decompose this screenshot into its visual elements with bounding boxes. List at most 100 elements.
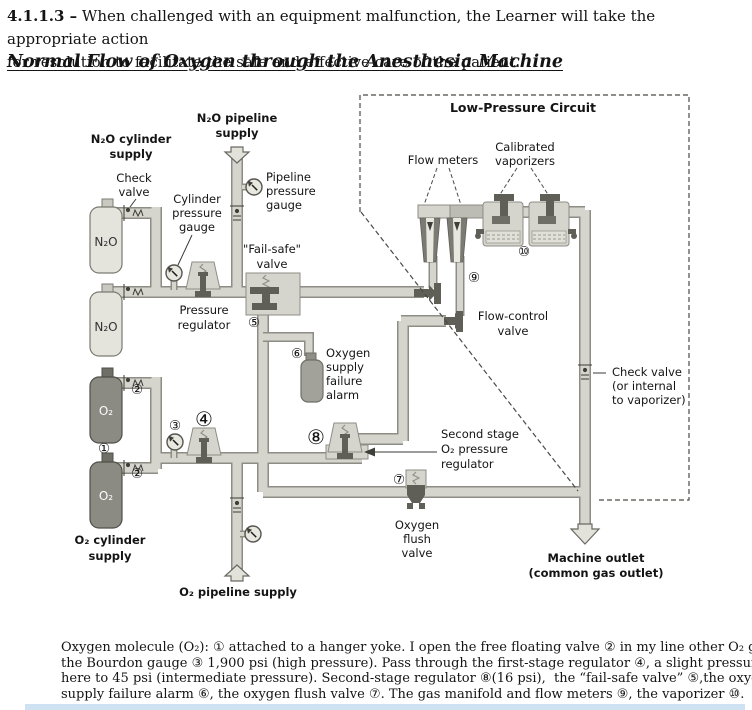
label-oxygen-supply-failure-alarm: supply [326, 360, 364, 374]
check-valve-icons [123, 205, 592, 513]
label-cylinder-pressure-gauge: pressure [172, 206, 222, 220]
pipeline-connector-icon [230, 205, 244, 221]
check-valve-icon [123, 284, 144, 300]
label-check-valve-vaporizer: (or internal [612, 379, 676, 393]
label-oxygen-supply-failure-alarm: Oxygen [326, 346, 370, 360]
label-n2o-cylinder-supply: N₂O cylinder [91, 132, 172, 146]
marker-2b: ② [131, 466, 143, 482]
number-markers: ① ② ② ③ ④ ⑤ ⑥ ⑦ ⑧ ⑨ ⑩ [98, 244, 530, 488]
label-second-stage-regulator: Second stage [441, 427, 519, 441]
oxygen-failure-alarm-icon [300, 352, 324, 403]
label-pressure-regulator: Pressure [179, 303, 228, 317]
o2-pipeline-gauge-icon [244, 525, 262, 543]
anesthesia-machine-diagram: N₂O N₂O O₂ O₂ [75, 94, 690, 599]
pointer-lines [129, 167, 606, 457]
caption-line: the Bourdon gauge ③ 1,900 psi (high pres… [61, 655, 752, 671]
label-oxygen-supply-failure-alarm: failure [326, 374, 362, 388]
label-second-stage-regulator: O₂ pressure [441, 442, 508, 456]
label-o2-cylinder-supply: supply [89, 549, 132, 563]
pipeline-pressure-gauge-icon [245, 178, 263, 196]
n2o-cylinder-1: N₂O [89, 198, 123, 274]
flow-meters-icon [417, 204, 484, 263]
marker-4: ④ [195, 407, 213, 431]
o2-cylinder-2-label: O₂ [99, 489, 113, 503]
label-machine-outlet: Machine outlet [548, 551, 645, 565]
caption-line: here to 45 psi (intermediate pressure). … [61, 671, 752, 687]
n2o-cylinder-2-label: N₂O [94, 320, 117, 334]
marker-2: ② [131, 382, 143, 398]
marker-7: ⑦ [393, 472, 405, 488]
fail-safe-valve-icon [245, 272, 301, 316]
label-cylinder-pressure-gauge: gauge [179, 220, 215, 234]
marker-8: ⑧ [307, 425, 325, 449]
label-calibrated-vaporizers: Calibrated [495, 140, 554, 154]
o2-pipeline-supply-arrow-icon [223, 564, 251, 582]
label-oxygen-flush-valve: valve [402, 546, 433, 560]
label-n2o-pipeline-supply: N₂O pipeline [197, 111, 278, 125]
low-pressure-circuit-boundary [359, 94, 690, 501]
o2-second-stage-regulator-icon [325, 422, 369, 460]
n2o-cylinder-1-label: N₂O [94, 235, 117, 249]
label-check-valve-vaporizer: Check valve [612, 365, 682, 379]
label-check-valve: Check [116, 171, 152, 185]
caption-line: supply failure alarm ⑥, the oxygen flush… [61, 686, 745, 702]
label-pressure-regulator: regulator [178, 318, 231, 332]
label-o2-pipeline-supply: O₂ pipeline supply [179, 585, 297, 599]
caption-line: Oxygen molecule (O₂): ① attached to a ha… [61, 640, 752, 655]
section-heading: Normal Flow of Oxygen through the Anesth… [7, 52, 563, 72]
label-second-stage-regulator: regulator [441, 457, 494, 471]
marker-3: ③ [169, 418, 181, 434]
label-check-valve-vaporizer: to vaporizer) [612, 393, 686, 407]
learning-objective: 4.1.1.3 – When challenged with an equipm… [7, 5, 749, 74]
cylinder-pressure-gauge-icon [165, 264, 183, 282]
objective-text-line2: for resolution to facilitate the safe an… [7, 53, 521, 71]
label-oxygen-supply-failure-alarm: alarm [326, 388, 359, 402]
o2-cylinder-2: O₂ [89, 452, 123, 529]
label-calibrated-vaporizers: vaporizers [495, 154, 555, 168]
check-valve-icon [123, 375, 144, 391]
diagram-labels: N₂O pipeline supply N₂O cylinder supply … [75, 100, 686, 599]
label-flow-control-valve: valve [498, 324, 529, 338]
vaporizers-icon [475, 194, 577, 247]
o2-cylinder-1-label: O₂ [99, 404, 113, 418]
label-oxygen-flush-valve: flush [403, 532, 431, 546]
label-pipeline-pressure-gauge: gauge [266, 198, 302, 212]
o2-cylinder-gauge-icon [166, 433, 184, 451]
pipeline-connector-icon [230, 497, 244, 513]
marker-5: ⑤ [248, 315, 260, 331]
label-pipeline-pressure-gauge: pressure [266, 184, 316, 198]
n2o-flow-control-valve-icon [414, 283, 441, 304]
n2o-pipeline-supply-arrow-icon [223, 146, 251, 164]
o2-first-stage-regulator-icon [186, 427, 222, 463]
n2o-pressure-regulator-icon [185, 261, 221, 297]
label-check-valve: valve [119, 185, 150, 199]
label-cylinder-pressure-gauge: Cylinder [173, 192, 221, 206]
o2-flow-control-valve-icon [444, 311, 463, 332]
label-oxygen-flush-valve: Oxygen [395, 518, 439, 532]
label-pipeline-pressure-gauge: Pipeline [266, 170, 311, 184]
machine-outlet-arrow-icon [569, 523, 601, 545]
o2-cylinder-1: O₂ [89, 367, 123, 444]
n2o-cylinder-2: N₂O [89, 283, 123, 357]
outlet-check-valve-icon [578, 364, 592, 380]
label-n2o-cylinder-supply: supply [110, 147, 153, 161]
marker-10: ⑩ [518, 244, 530, 260]
label-low-pressure-circuit: Low-Pressure Circuit [450, 100, 596, 115]
objective-text-line1: When challenged with an equipment malfun… [7, 7, 656, 48]
figure-caption: Oxygen molecule (O₂): ① attached to a ha… [61, 640, 752, 702]
bottom-highlight-strip [25, 704, 745, 710]
oxygen-flush-valve-icon [405, 469, 427, 509]
marker-9: ⑨ [468, 270, 480, 286]
label-fail-safe-valve: valve [257, 257, 288, 271]
label-flow-control-valve: Flow-control [478, 309, 548, 323]
marker-6: ⑥ [291, 346, 303, 362]
marker-1: ① [98, 441, 110, 457]
label-n2o-pipeline-supply: supply [216, 126, 259, 140]
label-o2-cylinder-supply: O₂ cylinder [75, 533, 146, 547]
label-machine-outlet: (common gas outlet) [529, 566, 664, 580]
check-valve-icon [123, 205, 144, 221]
label-fail-safe-valve: "Fail-safe" [243, 242, 301, 256]
check-valve-icon [123, 460, 144, 476]
objective-number: 4.1.1.3 – [7, 7, 78, 25]
